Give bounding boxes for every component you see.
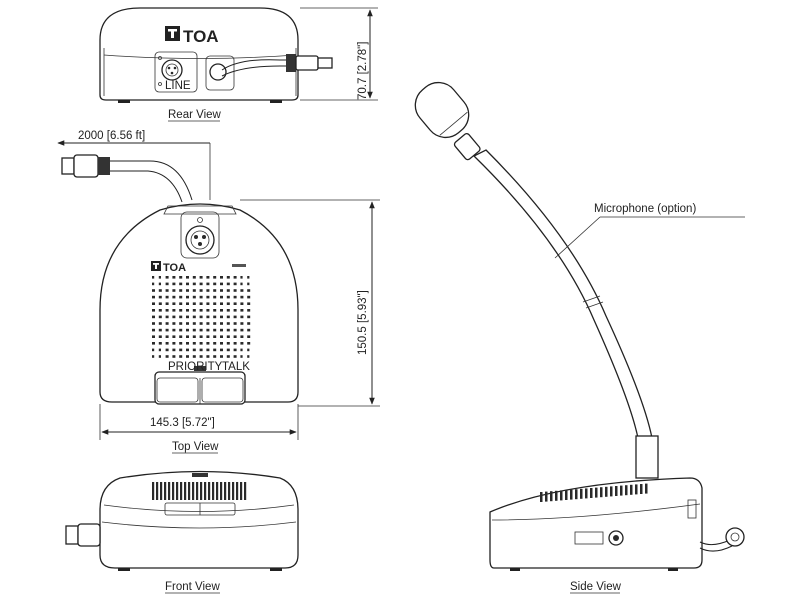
microphone-head [414, 81, 470, 139]
front-view-label: Front View [165, 581, 220, 593]
cable-length-label: 2000 [6.56 ft] [78, 130, 145, 142]
depth-dimension-label: 150.5 [5.93"] [357, 290, 369, 355]
talk-button-label: TALK [222, 361, 250, 373]
microphone-callout-label: Microphone (option) [594, 203, 696, 215]
speaker-grille [152, 276, 251, 358]
rear-toa-logo: TOA [165, 26, 219, 46]
rear-brand-text: TOA [183, 27, 219, 46]
priority-button-label: PRIORITY [168, 361, 223, 373]
top-view-label: Top View [172, 441, 219, 453]
side-view: Microphone (option) Side View [414, 81, 745, 594]
gooseneck [472, 149, 653, 439]
front-view: Front View [65, 470, 299, 594]
top-view: 2000 [6.56 ft] TOA PRIORITY TALK [57, 130, 380, 454]
side-base [489, 477, 703, 569]
priority-button [156, 377, 199, 403]
rear-view: TOA LINE 70.7 [2.78"] Rear View [99, 7, 378, 122]
side-view-label: Side View [570, 581, 622, 593]
side-speaker-grille [540, 483, 648, 502]
talk-button [201, 377, 244, 403]
indicator-led [194, 366, 206, 371]
line-connector-label: LINE [165, 80, 191, 92]
top-xlr-connector [185, 225, 215, 255]
rear-view-label: Rear View [168, 109, 222, 121]
line-connector [161, 59, 183, 81]
top-brand-text: TOA [163, 262, 186, 274]
front-speaker-grille [152, 482, 247, 500]
top-toa-logo: TOA [151, 261, 186, 274]
height-dimension-label: 70.7 [2.78"] [357, 42, 369, 100]
width-dimension-label: 145.3 [5.72"] [150, 417, 215, 429]
rear-connector-panel [154, 51, 198, 93]
